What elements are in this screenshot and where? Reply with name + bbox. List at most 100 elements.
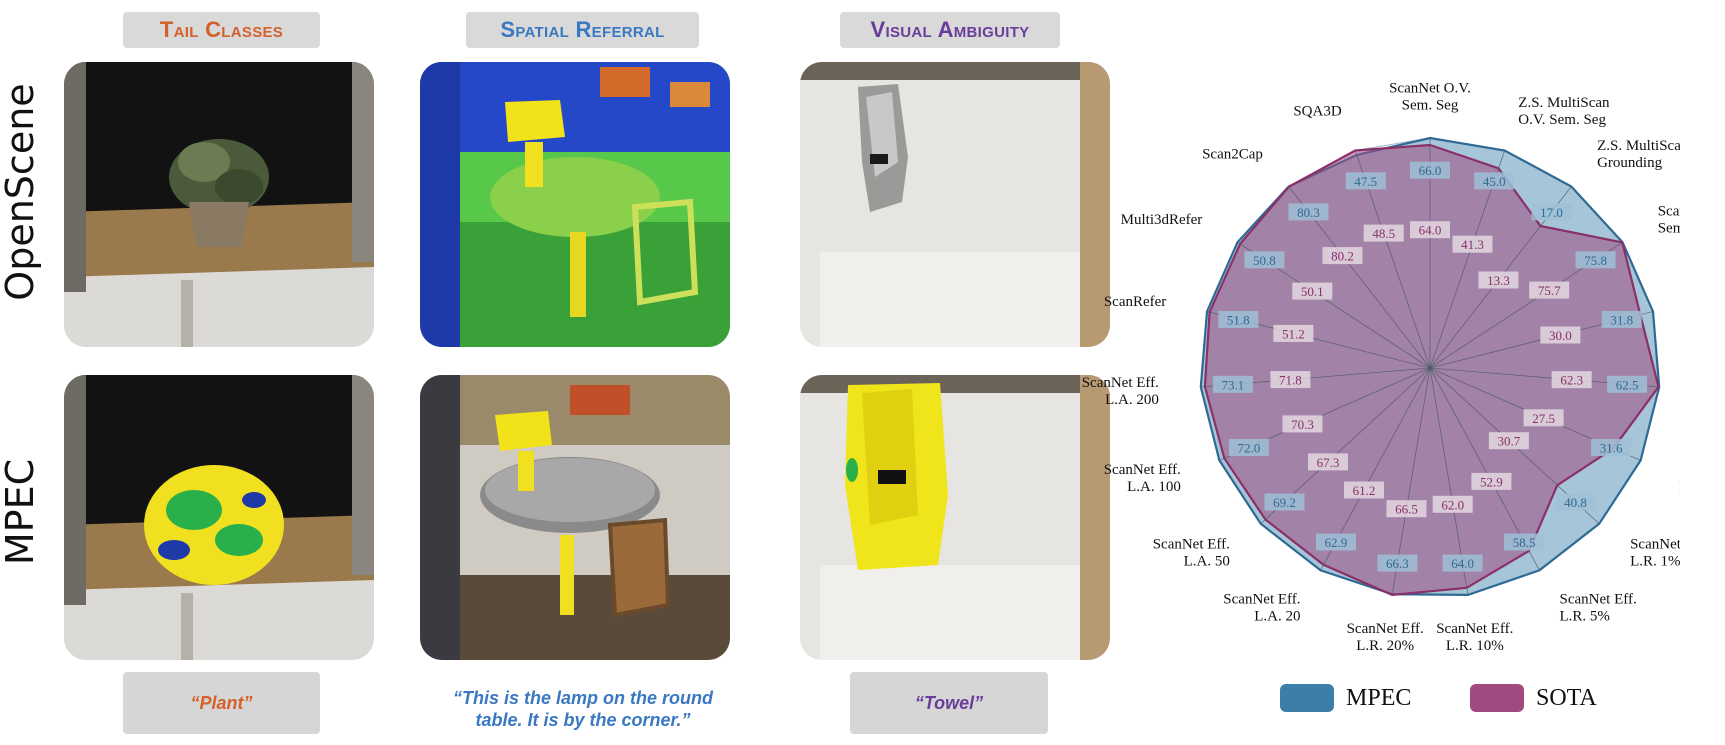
- axis-label-scannet-eff-l-r-5: ScanNet Eff.L.R. 5%: [1560, 592, 1637, 625]
- sota-value-z-s-multiscan-o-v-sem-seg-bg: [1452, 235, 1493, 253]
- axis-label-line: L.R. 20%: [1356, 638, 1414, 654]
- sota-value-scannet-eff-l-a-100: 70.3: [1282, 415, 1323, 433]
- mpec-value-multi3drefer: 50.8: [1244, 251, 1285, 269]
- sota-value-scanrefer: 51.2: [1273, 324, 1314, 342]
- sota-value-scannet-o-v-sem-seg: 64.0: [1410, 221, 1450, 239]
- sota-value-scannet-eff-l-a-50: 67.3: [1308, 453, 1348, 471]
- sota-value-multi3drefer: 50.1: [1292, 282, 1333, 300]
- sota-value-scannet200-ins-seg-text: 27.5: [1532, 411, 1555, 426]
- axis-label-scannet-eff-l-a-50: ScanNet Eff.L.A. 50: [1153, 537, 1230, 570]
- mpec-value-scannet-eff-l-r-10-text: 64.0: [1451, 556, 1474, 571]
- axis-label-line: Sem. Seg: [1402, 98, 1459, 114]
- legend-mpec-label: MPEC: [1346, 684, 1412, 711]
- mpec-value-scannet-eff-l-r-5-text: 58.5: [1513, 535, 1536, 550]
- mpec-value-scannet-o-v-sem-seg-text: 66.0: [1419, 163, 1442, 178]
- mpec-value-z-s-multiscan-grounding: 17.0: [1531, 203, 1572, 221]
- sota-value-scannet-sem-seg-bg: [1529, 281, 1570, 299]
- sota-value-scannet-eff-l-r-20-bg: [1386, 500, 1427, 518]
- axis-label-scannet-eff-l-a-200: ScanNet Eff.L.A. 200: [1082, 375, 1159, 408]
- mpec-value-multi3drefer-bg: [1244, 251, 1285, 269]
- mpec-value-sqa3d-bg: [1345, 172, 1386, 190]
- mpec-value-z-s-multiscan-grounding-text: 17.0: [1540, 205, 1563, 220]
- mpec-value-scannet-eff-l-r-5: 58.5: [1504, 533, 1545, 551]
- axis-label-line: L.A. 50: [1184, 554, 1230, 570]
- sota-value-scannet200-sem-seg-bg: [1540, 326, 1581, 344]
- column-header-visual-ambiguity: Visual Ambiguity: [840, 12, 1060, 48]
- axis-label-line: Ins. Seg.: [1679, 479, 1680, 495]
- sota-value-scannet-eff-l-r-20: 66.5: [1386, 500, 1427, 518]
- axis-label-line: Z.S. MultiScan: [1518, 95, 1610, 111]
- openscene-plant-render: [64, 62, 374, 347]
- mpec-plant-render: [64, 375, 374, 660]
- axis-label-scannet-eff-l-r-20: ScanNet Eff.L.R. 20%: [1347, 621, 1424, 654]
- mpec-value-scannet200-ins-seg-text: 31.6: [1600, 441, 1623, 456]
- axis-label-line: ScanNet Eff.: [1560, 592, 1637, 608]
- legend-sota: SOTA: [1470, 684, 1597, 712]
- legend-sota-swatch: [1470, 684, 1524, 712]
- axis-label-scannet-eff-l-a-100: ScanNet Eff.L.A. 100: [1104, 462, 1181, 495]
- mpec-value-scannet-ins-seg-bg: [1607, 375, 1648, 393]
- axis-label-line: L.A. 200: [1105, 392, 1159, 408]
- sota-value-scannet-eff-l-r-1-bg: [1488, 432, 1529, 450]
- axis-label-line: L.A. 100: [1127, 479, 1181, 495]
- sota-value-scanrefer-bg: [1273, 324, 1314, 342]
- mpec-value-scannet-eff-l-r-1: 40.8: [1555, 493, 1596, 511]
- sota-value-scan2cap-text: 80.2: [1331, 249, 1354, 264]
- axis-label-line: Z.S. MultiScan: [1597, 138, 1680, 154]
- mpec-value-scannet-eff-l-a-20-bg: [1315, 533, 1356, 551]
- sota-value-scannet200-sem-seg-text: 30.0: [1549, 328, 1572, 343]
- mpec-towel-panel: [800, 375, 1110, 660]
- sota-value-multi3drefer-text: 50.1: [1301, 284, 1324, 299]
- sota-value-scannet200-ins-seg-bg: [1523, 409, 1564, 427]
- mpec-value-z-s-multiscan-o-v-sem-seg-bg: [1474, 172, 1515, 190]
- mpec-plant-panel: [64, 375, 374, 660]
- openscene-spatial-panel: [420, 62, 730, 347]
- sota-value-scannet200-sem-seg: 30.0: [1540, 326, 1581, 344]
- axis-label-scannet-eff-l-a-20: ScanNet Eff.L.A. 20: [1223, 592, 1300, 625]
- sota-value-scannet200-ins-seg: 27.5: [1523, 409, 1564, 427]
- sota-value-scannet-o-v-sem-seg-bg: [1410, 221, 1450, 239]
- mpec-value-z-s-multiscan-grounding-bg: [1531, 203, 1572, 221]
- mpec-value-scannet-eff-l-r-5-bg: [1504, 533, 1545, 551]
- sota-value-scannet-eff-l-a-20-bg: [1344, 481, 1384, 499]
- mpec-value-scanrefer-text: 51.8: [1227, 312, 1250, 327]
- mpec-value-scannet-ins-seg: 62.5: [1607, 375, 1648, 393]
- mpec-spatial-panel: [420, 375, 730, 660]
- mpec-value-scannet-eff-l-a-50-bg: [1264, 493, 1305, 511]
- sota-value-scannet-eff-l-a-200: 71.8: [1270, 371, 1311, 389]
- mpec-value-scannet200-ins-seg-bg: [1591, 439, 1632, 456]
- axis-label-line: ScanNet Eff.: [1153, 537, 1230, 553]
- sota-value-scannet-eff-l-a-50-text: 67.3: [1317, 455, 1340, 470]
- mpec-value-scan2cap-bg: [1288, 203, 1329, 221]
- sota-value-scannet-eff-l-r-5-bg: [1471, 472, 1512, 490]
- openscene-spatial-render: [420, 62, 730, 347]
- axis-label-line: ScanNet Eff.: [1082, 375, 1159, 391]
- axis-label-scannet200-ins-seg: ScanNet200Ins. Seg.: [1679, 462, 1680, 495]
- sota-value-scannet-sem-seg: 75.7: [1529, 281, 1570, 299]
- mpec-value-scannet-eff-l-a-200-bg: [1212, 375, 1253, 393]
- axis-label-scannet-o-v-sem-seg: ScanNet O.V.Sem. Seg: [1389, 81, 1471, 114]
- query-tail-classes: “Plant”: [123, 672, 320, 734]
- mpec-value-scannet-eff-l-r-20: 66.3: [1377, 554, 1418, 572]
- axis-label-line: Grounding: [1597, 155, 1662, 171]
- axis-label-line: ScanNet: [1658, 204, 1680, 220]
- sota-value-scannet-eff-l-r-10-bg: [1432, 495, 1473, 513]
- axis-label-multi3drefer: Multi3dRefer: [1121, 212, 1203, 228]
- mpec-value-scan2cap: 80.3: [1288, 203, 1329, 221]
- mpec-value-scanrefer: 51.8: [1218, 310, 1259, 328]
- openscene-plant-panel: [64, 62, 374, 347]
- mpec-value-scannet-eff-l-a-50: 69.2: [1264, 493, 1305, 511]
- sota-value-scannet-eff-l-a-20: 61.2: [1344, 481, 1384, 499]
- row-label-mpec: MPEC: [0, 458, 42, 566]
- axis-label-line: L.A. 20: [1254, 609, 1300, 625]
- axis-label-line: Scan2Cap: [1202, 146, 1263, 162]
- sota-value-scannet-eff-l-a-100-bg: [1282, 415, 1323, 433]
- mpec-value-scannet-eff-l-a-200-text: 73.1: [1222, 377, 1245, 392]
- sota-value-scannet-ins-seg-text: 62.3: [1560, 373, 1583, 388]
- mpec-value-scan2cap-text: 80.3: [1297, 205, 1320, 220]
- axis-label-line: ScanNet Eff.: [1223, 592, 1300, 608]
- column-header-spatial-referral: Spatial Referral: [466, 12, 699, 48]
- openscene-towel-render: [800, 62, 1110, 347]
- sota-value-scannet-sem-seg-text: 75.7: [1538, 283, 1561, 298]
